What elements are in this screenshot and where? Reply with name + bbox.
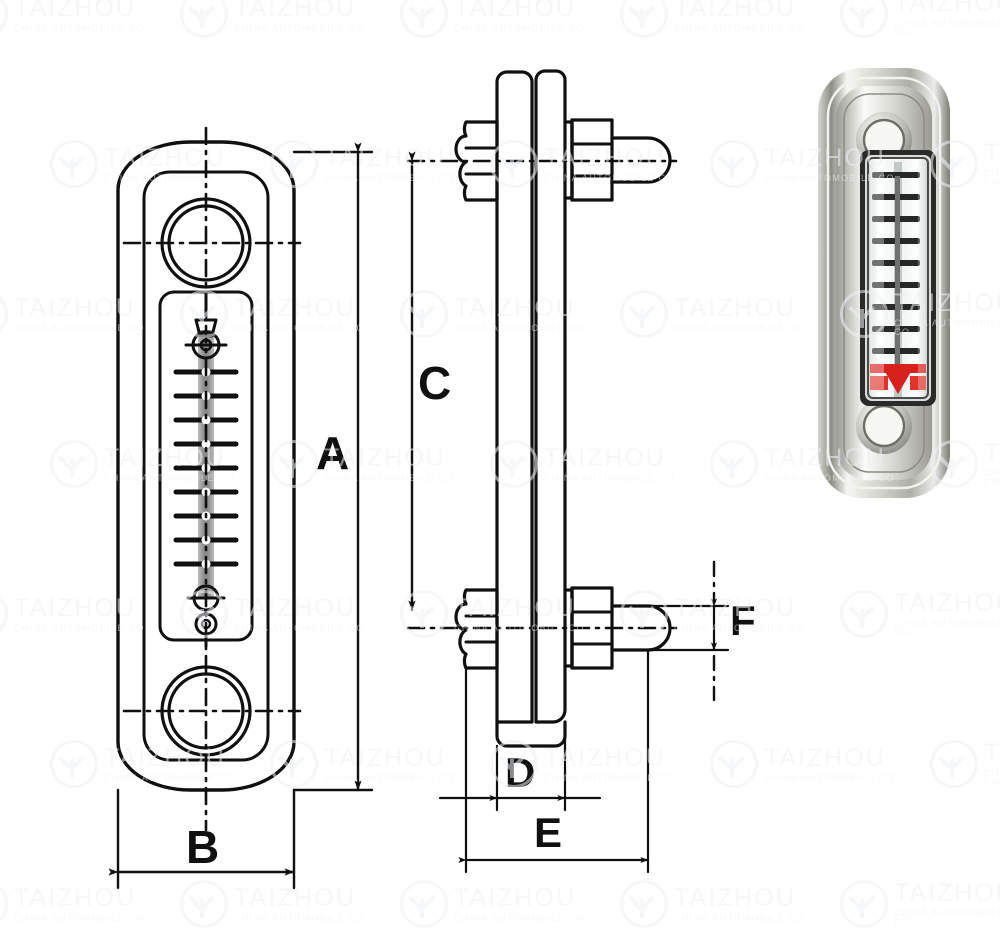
dimension-F	[646, 560, 730, 702]
dimension-E	[458, 648, 650, 874]
side-view	[406, 69, 678, 748]
front-view	[116, 126, 302, 832]
dimension-B	[108, 788, 296, 890]
dimension-label-C: C	[418, 357, 452, 409]
dimension-label-A: A	[316, 427, 350, 479]
dimension-label-F: F	[730, 597, 756, 644]
dimension-A	[292, 142, 374, 792]
product-photo	[818, 68, 950, 498]
dimension-label-E: E	[534, 809, 563, 856]
dimension-label-B: B	[186, 821, 220, 873]
dimension-D	[438, 720, 602, 812]
dimension-label-D: D	[505, 749, 536, 796]
